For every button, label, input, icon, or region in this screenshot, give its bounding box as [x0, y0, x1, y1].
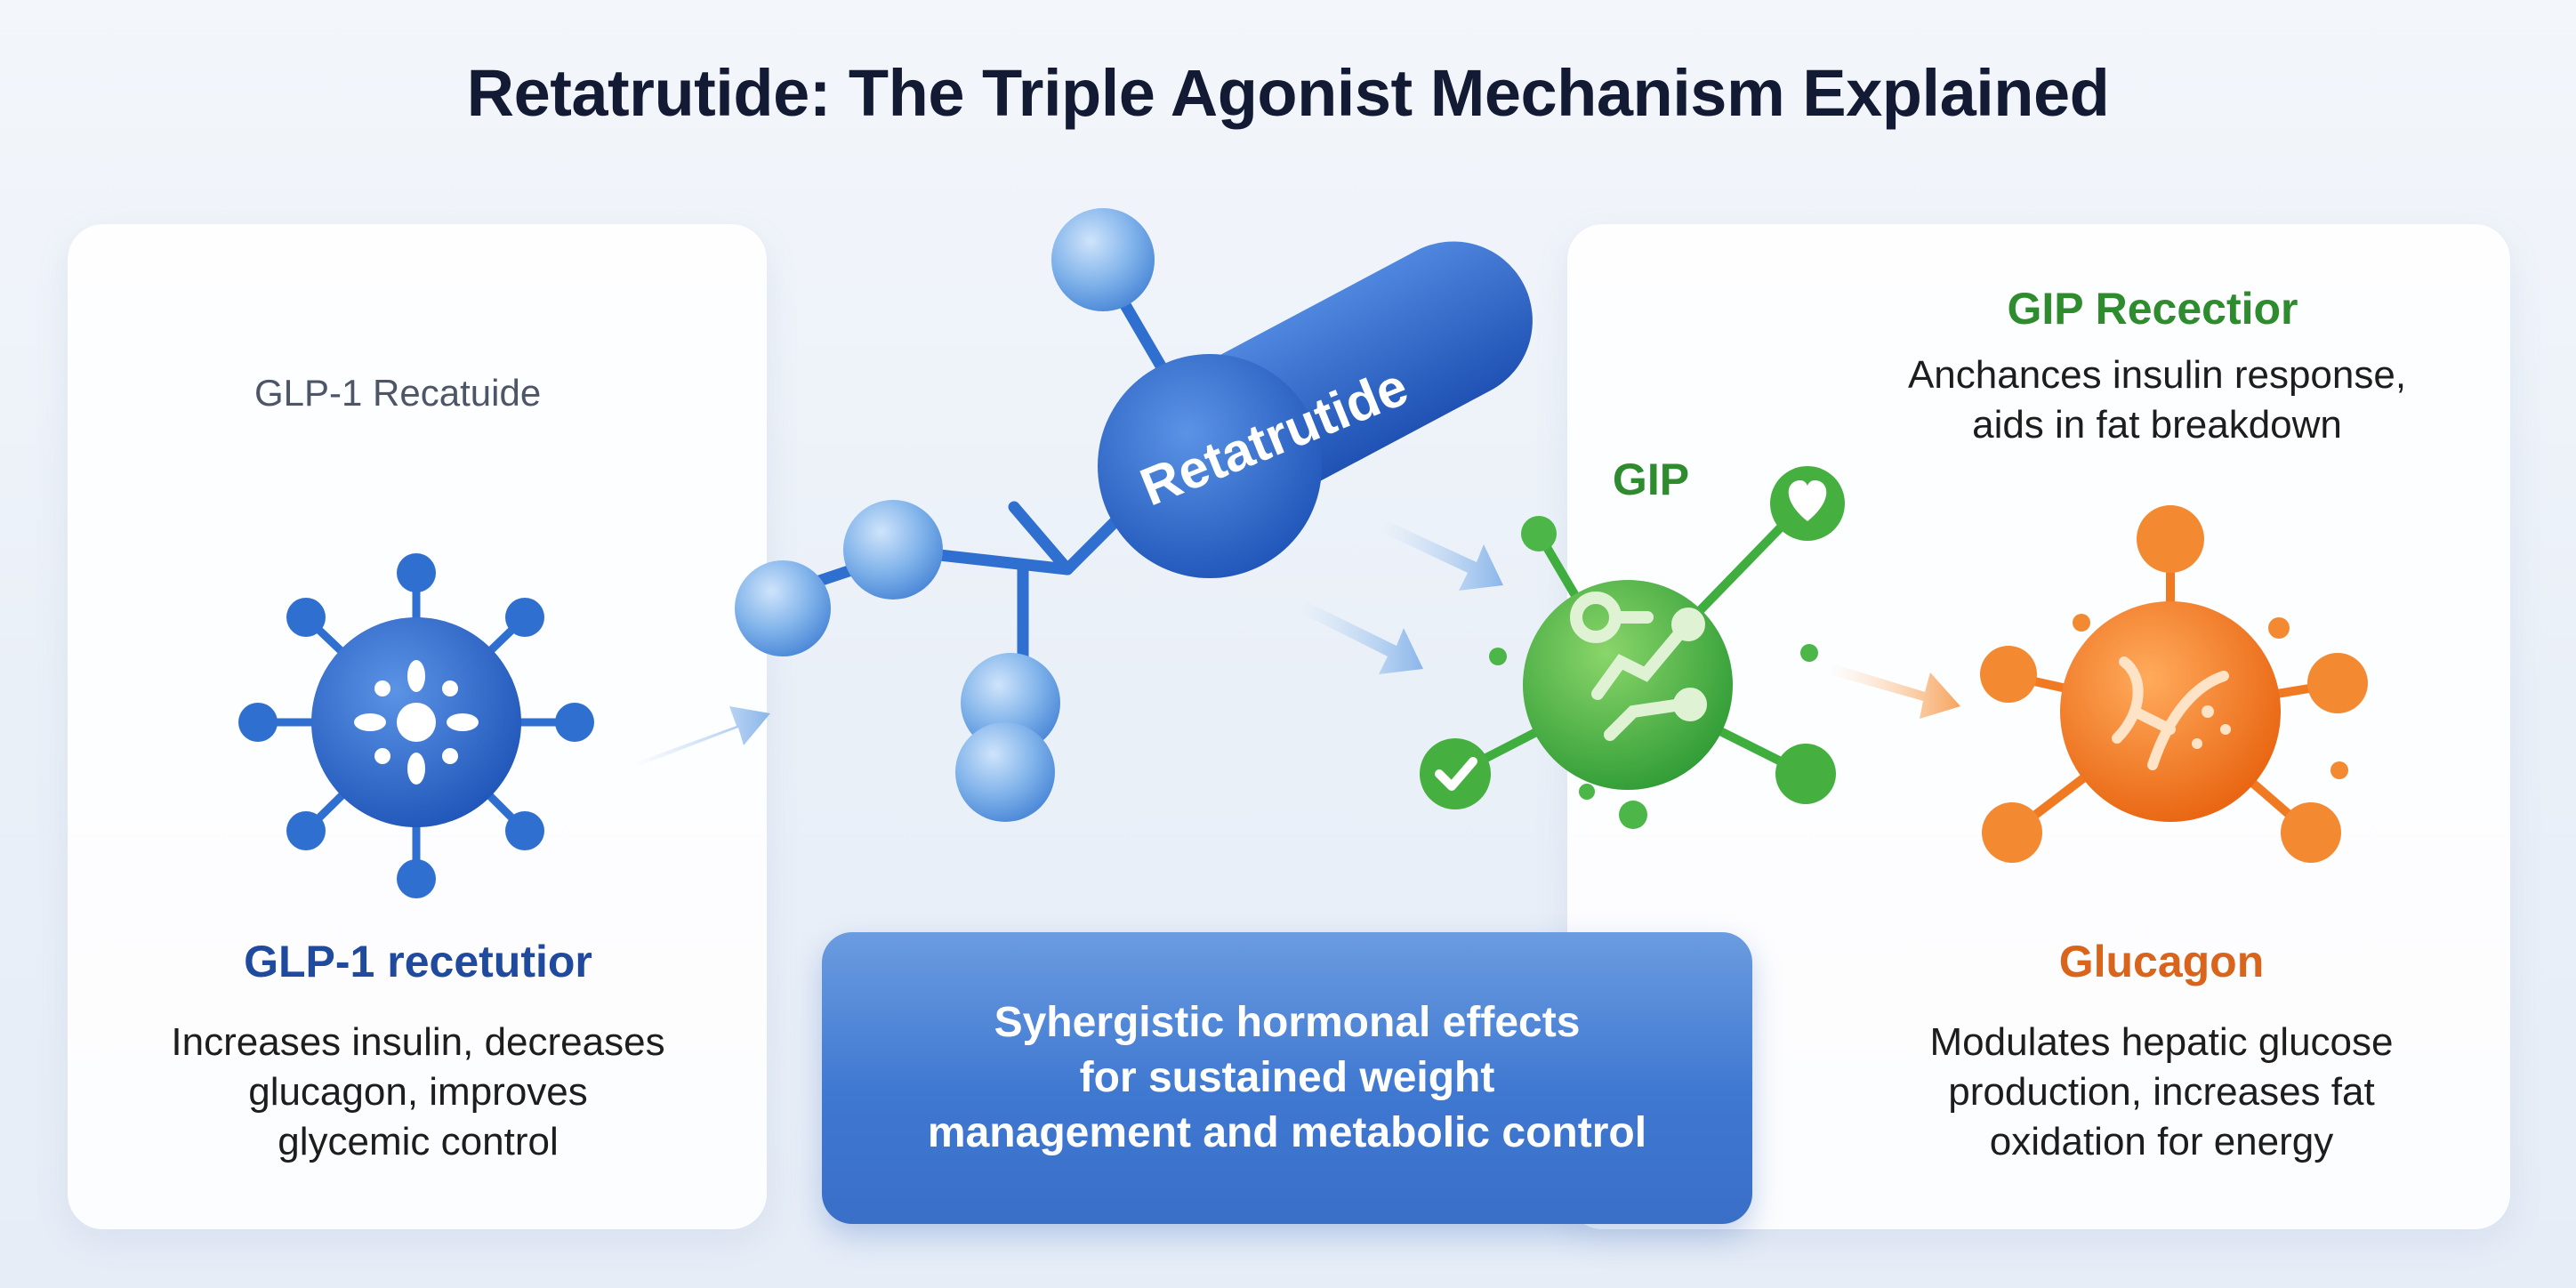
gip-receptor-icon [1420, 466, 1845, 829]
glp1-receptor-icon [238, 553, 594, 898]
synergy-summary-box: Syhergistic hormonal effects for sustain… [822, 932, 1752, 1224]
glp1-description-line: glycemic control [278, 1120, 559, 1163]
glucagon-heading: Glucagon [2058, 937, 2265, 986]
synergy-line: Syhergistic hormonal effects [994, 999, 1581, 1046]
gip-description-line: aids in fat breakdown [1972, 403, 2342, 447]
check-icon [1435, 757, 1477, 791]
glucagon-receptor-icon [1980, 505, 2368, 863]
glp1-description: Increases insulin, decreases glucagon, i… [89, 1018, 747, 1167]
glucagon-description-line: production, increases fat [1948, 1070, 2375, 1114]
retatrutide-molecule-icon: Retatrutide [735, 208, 1533, 822]
heart-icon [1788, 480, 1827, 521]
gip-description-line: Anchances insulin response, [1907, 353, 2407, 397]
glp1-faint-label: GLP-1 Recatuide [254, 372, 542, 414]
synergy-summary-text: Syhergistic hormonal effects for sustain… [887, 995, 1687, 1161]
gip-description: Anchances insulin response, aids in fat … [1815, 350, 2500, 450]
glucagon-description-line: oxidation for energy [1989, 1120, 2334, 1163]
synergy-line: for sustained weight [1079, 1054, 1495, 1101]
gip-heading: GIP Recectior [2007, 284, 2298, 334]
arrow-icon [1299, 601, 1423, 674]
glp1-description-line: glucagon, improves [248, 1070, 588, 1114]
glucagon-description-line: Modulates hepatic glucose [1929, 1020, 2394, 1064]
glp1-heading: GLP-1 recetutior [244, 937, 592, 986]
gip-label: GIP [1613, 455, 1689, 504]
glucagon-description: Modulates hepatic glucose production, in… [1806, 1018, 2517, 1167]
arrow-icon [1381, 521, 1503, 591]
glp1-description-line: Increases insulin, decreases [171, 1020, 665, 1064]
arrow-icon [1829, 664, 1960, 719]
page-title: Retatrutide: The Triple Agonist Mechanis… [466, 56, 2110, 130]
synergy-line: management and metabolic control [927, 1109, 1647, 1156]
arrow-icon [633, 706, 770, 767]
